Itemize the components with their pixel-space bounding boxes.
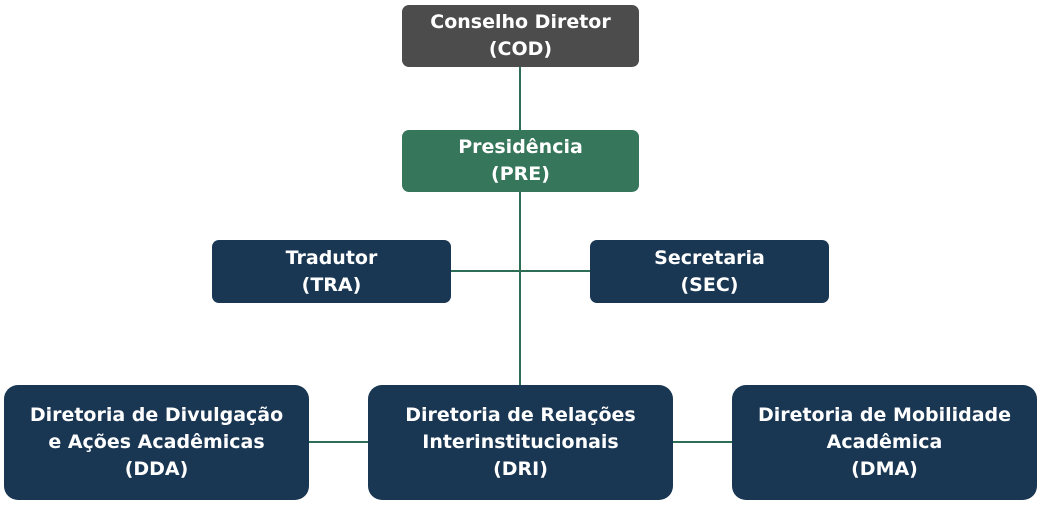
node-name-line2: Acadêmica bbox=[826, 431, 943, 453]
node-code: (DDA) bbox=[124, 458, 189, 480]
node-name-line1: Diretoria de Mobilidade bbox=[757, 404, 1012, 426]
node-code: (DMA) bbox=[851, 458, 918, 480]
connector-dri-dma bbox=[672, 441, 733, 443]
node-presidencia: Presidência (PRE) bbox=[402, 130, 639, 192]
node-tradutor: Tradutor (TRA) bbox=[212, 240, 451, 303]
connector-pre-dri bbox=[519, 192, 521, 386]
node-name-line1: Diretoria de Relações bbox=[405, 404, 636, 426]
node-code: (PRE) bbox=[491, 163, 550, 185]
node-name: Secretaria bbox=[654, 246, 765, 269]
node-secretaria: Secretaria (SEC) bbox=[590, 240, 829, 303]
node-name: Conselho Diretor bbox=[430, 11, 611, 33]
node-name-line1: Diretoria de Divulgação bbox=[29, 404, 284, 426]
node-name: Presidência bbox=[458, 136, 583, 158]
node-name-line2: e Ações Acadêmicas bbox=[48, 431, 265, 453]
connector-dda-dri bbox=[308, 441, 369, 443]
node-dma: Diretoria de Mobilidade Acadêmica (DMA) bbox=[732, 385, 1037, 500]
node-code: (COD) bbox=[488, 38, 553, 60]
node-dda: Diretoria de Divulgação e Ações Acadêmic… bbox=[4, 385, 309, 500]
node-conselho-diretor: Conselho Diretor (COD) bbox=[402, 5, 639, 67]
node-code: (DRI) bbox=[493, 458, 548, 480]
node-code: (SEC) bbox=[680, 273, 739, 296]
node-code: (TRA) bbox=[301, 273, 362, 296]
connector-tra-sec bbox=[450, 270, 591, 272]
node-name: Tradutor bbox=[285, 246, 378, 269]
node-dri: Diretoria de Relações Interinstitucionai… bbox=[368, 385, 673, 500]
node-name-line2: Interinstitucionais bbox=[422, 431, 619, 453]
connector-cod-pre bbox=[519, 66, 521, 131]
